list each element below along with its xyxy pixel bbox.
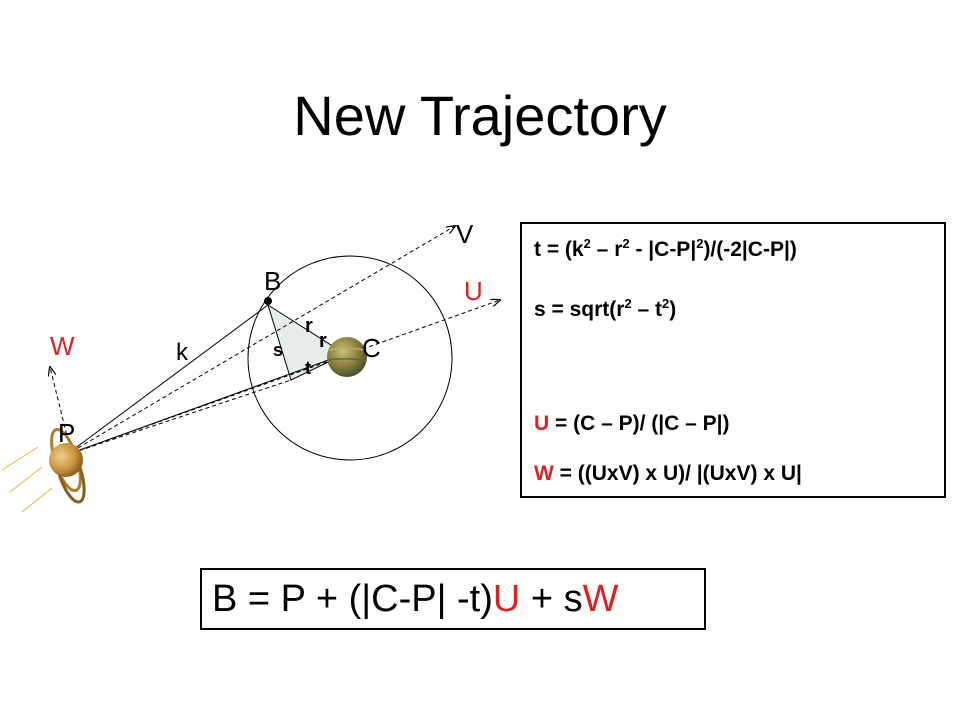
formula-u: U = (C – P)/ (|C – P|) [534,412,730,435]
label-w: W [50,331,75,361]
label-p: P [58,418,75,448]
label-b: B [264,266,281,296]
jupiter-icon [327,337,367,377]
line-p-t [65,379,292,456]
page-title: New Trajectory [293,84,667,147]
label-r-upper: r [305,315,313,337]
line-k [65,304,269,456]
label-k: k [176,339,189,366]
label-v: V [456,219,474,249]
label-r-lower: r [319,330,327,352]
label-t: t [305,358,311,378]
label-s: s [273,340,283,360]
equation-box: B = P + (|C-P| -t)U + sW [200,568,706,630]
formula-s: s = sqrt(r2 – t2) [534,296,677,321]
label-u: U [464,276,483,306]
sun-rays [1,446,53,513]
formula-w: W = ((UxV) x U)/ |(UxV) x U| [534,462,802,485]
label-c: C [362,333,381,363]
orbit-circle [247,255,453,461]
line-p-c [65,353,346,456]
point-b [264,297,272,305]
formula-t: t = (k2 – r2 - |C-P|2)/(-2|C-P|) [534,236,797,261]
saturn-icon [49,427,86,504]
formula-box: t = (k2 – r2 - |C-P|2)/(-2|C-P|) s = sqr… [520,222,946,498]
vector-v [65,226,455,456]
